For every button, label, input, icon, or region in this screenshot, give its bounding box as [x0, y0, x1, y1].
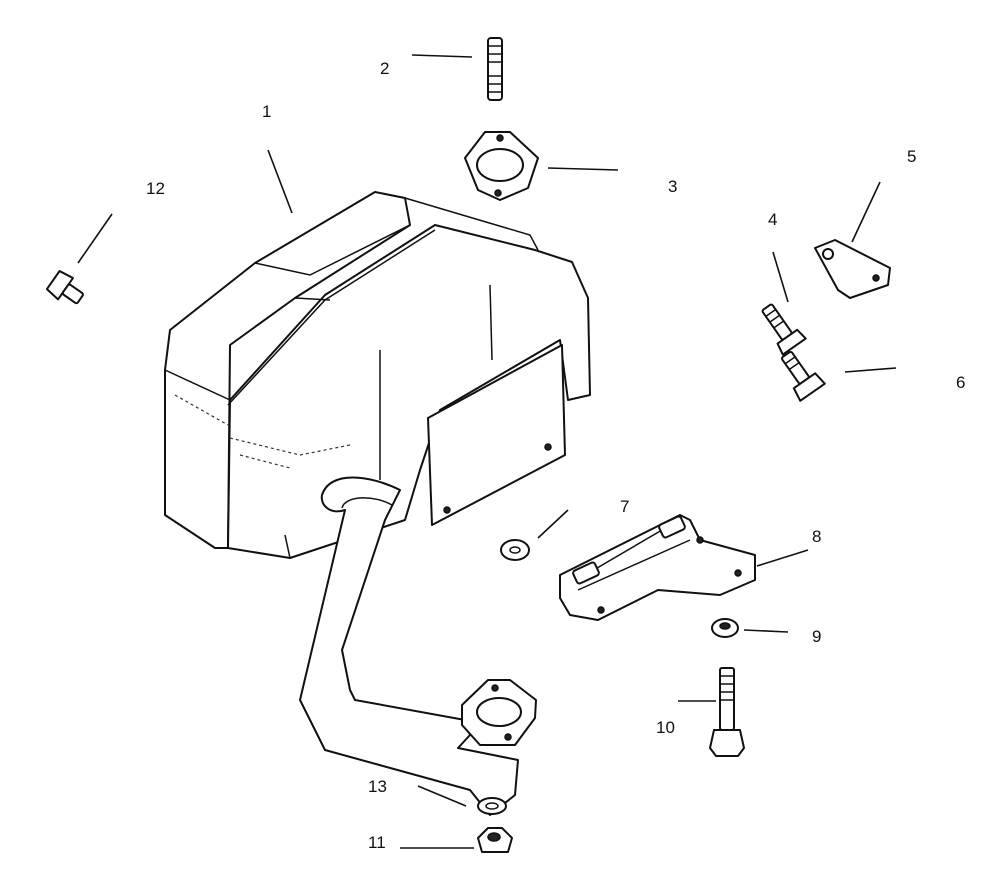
callout-4: 4: [768, 210, 778, 229]
hex-bolt-10: [709, 667, 745, 757]
washer-13: [477, 797, 507, 815]
mounting-bracket: [559, 514, 756, 621]
callout-9: 9: [812, 627, 822, 646]
bolt-4: [761, 303, 807, 356]
callout-13: 13: [368, 777, 387, 796]
muffler-body: [164, 191, 591, 559]
callout-8: 8: [812, 527, 822, 546]
callout-6: 6: [956, 373, 966, 392]
stud: [487, 37, 503, 101]
callout-2: 2: [380, 59, 390, 78]
callout-1: 1: [262, 102, 272, 121]
callout-5: 5: [907, 147, 917, 166]
leader-lines: [77, 54, 897, 849]
bracket-plate: [814, 239, 891, 299]
callout-7: 7: [620, 497, 630, 516]
nut-9: [711, 618, 739, 638]
gasket: [464, 131, 539, 201]
bolt-12: [45, 270, 84, 305]
callout-3: 3: [668, 177, 678, 196]
washer-7: [500, 539, 530, 561]
nut-11: [477, 827, 513, 853]
callout-12: 12: [146, 179, 165, 198]
callout-11: 11: [368, 833, 386, 852]
callout-10: 10: [656, 718, 675, 737]
exhaust-pipe: [299, 476, 537, 816]
bolt-6: [781, 350, 826, 402]
